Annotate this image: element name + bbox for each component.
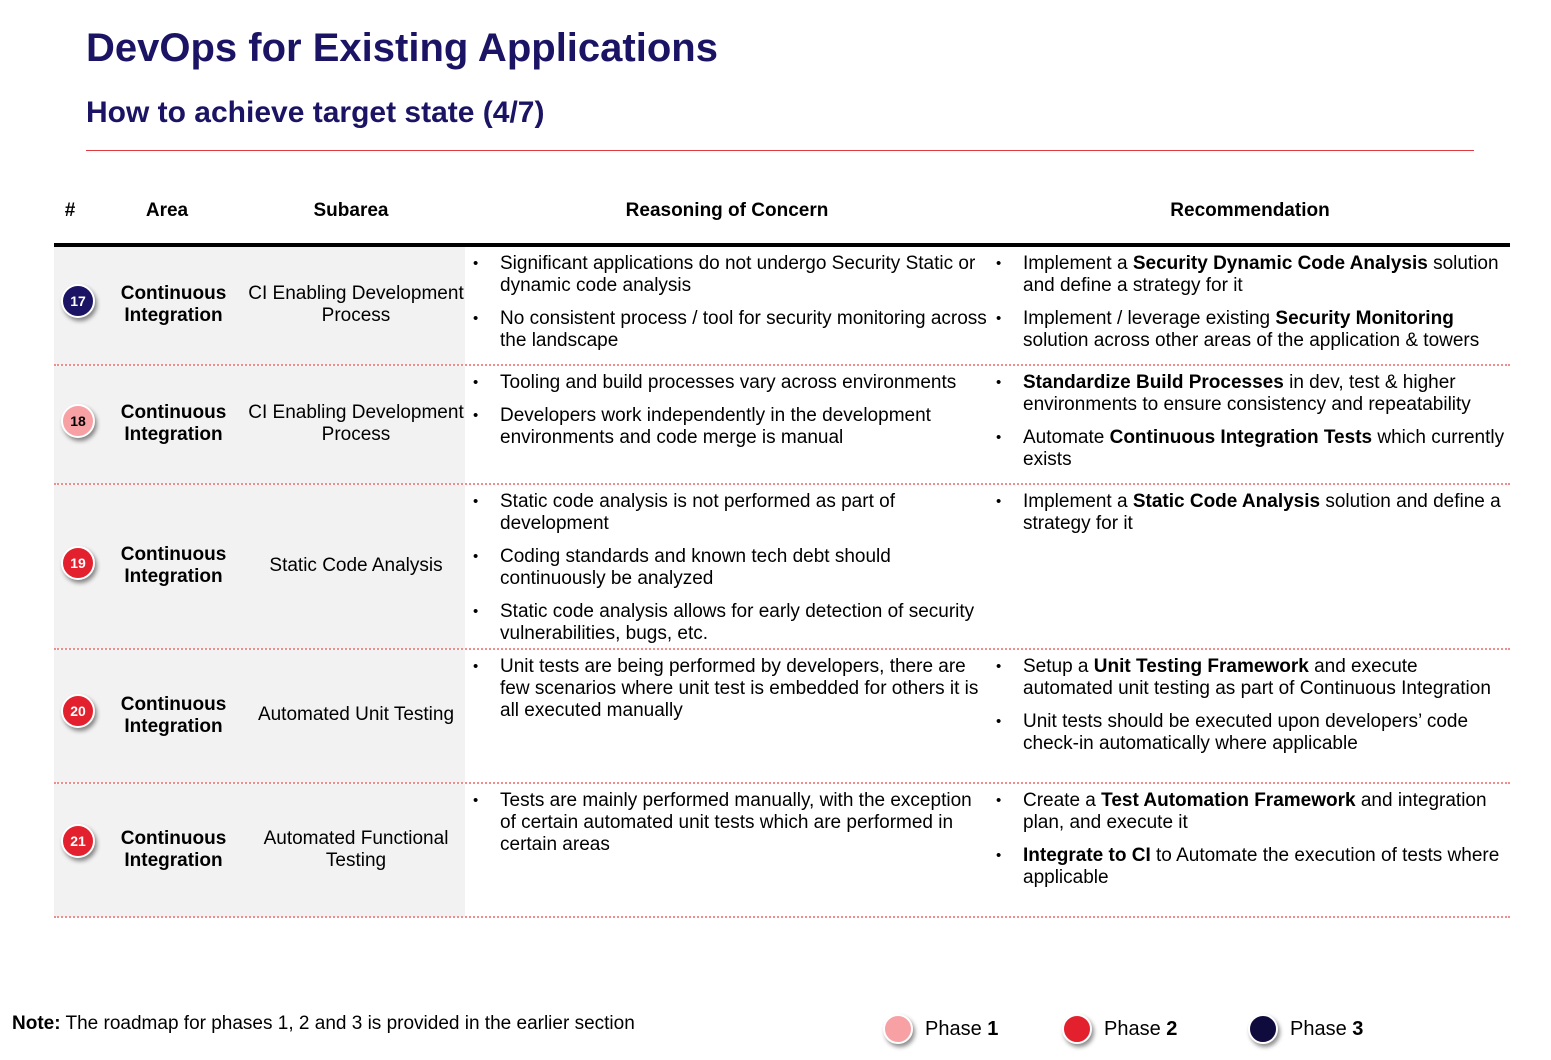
recommendation-list: Create a Test Automation Framework and i… bbox=[990, 790, 1510, 900]
row-divider bbox=[54, 916, 1510, 918]
footnote: Note: The roadmap for phases 1, 2 and 3 … bbox=[12, 1013, 635, 1035]
table-row: 18 Continuous Integration CI Enabling De… bbox=[54, 366, 1510, 485]
reasoning-list: Tests are mainly performed manually, wit… bbox=[467, 790, 987, 867]
legend-phase-3: Phase 3 bbox=[1248, 1014, 1363, 1044]
reasoning-list: Static code analysis is not performed as… bbox=[467, 491, 987, 656]
recommendation-item: Setup a Unit Testing Framework and execu… bbox=[990, 656, 1510, 700]
header-subarea: Subarea bbox=[313, 200, 389, 221]
table-row: 17 Continuous Integration CI Enabling De… bbox=[54, 247, 1510, 366]
note-label: Note: bbox=[12, 1013, 61, 1034]
item-number-badge: 18 bbox=[61, 404, 95, 438]
phase-3-dot-icon bbox=[1248, 1014, 1278, 1044]
page-subtitle: How to achieve target state (4/7) bbox=[86, 96, 545, 129]
header-recommendation: Recommendation bbox=[1170, 200, 1330, 221]
reasoning-item: No consistent process / tool for securit… bbox=[467, 308, 987, 352]
row-area: Continuous Integration bbox=[120, 544, 227, 587]
note-text: The roadmap for phases 1, 2 and 3 is pro… bbox=[60, 1013, 635, 1034]
page-title: DevOps for Existing Applications bbox=[86, 26, 718, 70]
item-number-badge: 21 bbox=[61, 824, 95, 858]
table-row: 19 Continuous Integration Static Code An… bbox=[54, 485, 1510, 650]
row-divider bbox=[54, 648, 1510, 650]
table-row: 21 Continuous Integration Automated Func… bbox=[54, 784, 1510, 918]
row-area: Continuous Integration bbox=[120, 283, 227, 326]
reasoning-item: Tooling and build processes vary across … bbox=[467, 372, 987, 394]
recommendation-list: Setup a Unit Testing Framework and execu… bbox=[990, 656, 1510, 766]
row-subarea: CI Enabling Development Process bbox=[248, 402, 464, 445]
row-area: Continuous Integration bbox=[120, 402, 227, 445]
row-divider bbox=[54, 364, 1510, 366]
reasoning-item: Significant applications do not undergo … bbox=[467, 253, 987, 297]
reasoning-list: Unit tests are being performed by develo… bbox=[467, 656, 987, 733]
reasoning-item: Static code analysis is not performed as… bbox=[467, 491, 987, 535]
legend-phase-1: Phase 1 bbox=[883, 1014, 998, 1044]
reasoning-list: Tooling and build processes vary across … bbox=[467, 372, 987, 460]
reasoning-item: Unit tests are being performed by develo… bbox=[467, 656, 987, 722]
reasoning-item: Developers work independently in the dev… bbox=[467, 405, 987, 449]
reasoning-item: Tests are mainly performed manually, wit… bbox=[467, 790, 987, 856]
row-subarea: Automated Functional Testing bbox=[263, 828, 449, 871]
legend-label: Phase 1 bbox=[925, 1017, 999, 1040]
recommendation-item: Automate Continuous Integration Tests wh… bbox=[990, 427, 1510, 471]
item-number-badge: 20 bbox=[61, 694, 95, 728]
phase-1-dot-icon bbox=[883, 1014, 913, 1044]
recommendation-item: Integrate to CI to Automate the executio… bbox=[990, 845, 1510, 889]
row-area: Continuous Integration bbox=[120, 694, 227, 737]
legend-phase-2: Phase 2 bbox=[1062, 1014, 1177, 1044]
recommendation-item: Implement a Static Code Analysis solutio… bbox=[990, 491, 1510, 535]
row-divider bbox=[54, 483, 1510, 485]
recommendation-list: Standardize Build Processes in dev, test… bbox=[990, 372, 1510, 482]
reasoning-list: Significant applications do not undergo … bbox=[467, 253, 987, 363]
recommendation-item: Unit tests should be executed upon devel… bbox=[990, 711, 1510, 755]
title-divider bbox=[86, 150, 1474, 151]
legend-label: Phase 2 bbox=[1104, 1017, 1178, 1040]
legend-label: Phase 3 bbox=[1290, 1017, 1364, 1040]
recommendation-item: Create a Test Automation Framework and i… bbox=[990, 790, 1510, 834]
table-row: 20 Continuous Integration Automated Unit… bbox=[54, 650, 1510, 784]
row-subarea: CI Enabling Development Process bbox=[248, 283, 464, 326]
header-reasoning: Reasoning of Concern bbox=[625, 200, 829, 221]
item-number-badge: 19 bbox=[61, 546, 95, 580]
recommendation-list: Implement a Security Dynamic Code Analys… bbox=[990, 253, 1510, 363]
reasoning-item: Coding standards and known tech debt sho… bbox=[467, 546, 987, 590]
row-area: Continuous Integration bbox=[120, 828, 227, 871]
recommendation-item: Standardize Build Processes in dev, test… bbox=[990, 372, 1510, 416]
recommendation-item: Implement / leverage existing Security M… bbox=[990, 308, 1510, 352]
row-subarea: Static Code Analysis bbox=[269, 555, 443, 576]
item-number-badge: 17 bbox=[61, 284, 95, 318]
reasoning-item: Static code analysis allows for early de… bbox=[467, 601, 987, 645]
header-divider bbox=[54, 243, 1510, 247]
row-subarea: Automated Unit Testing bbox=[257, 704, 455, 725]
header-number: # bbox=[64, 200, 76, 221]
header-area: Area bbox=[145, 200, 189, 221]
recommendation-list: Implement a Static Code Analysis solutio… bbox=[990, 491, 1510, 546]
recommendation-item: Implement a Security Dynamic Code Analys… bbox=[990, 253, 1510, 297]
phase-2-dot-icon bbox=[1062, 1014, 1092, 1044]
row-divider bbox=[54, 782, 1510, 784]
